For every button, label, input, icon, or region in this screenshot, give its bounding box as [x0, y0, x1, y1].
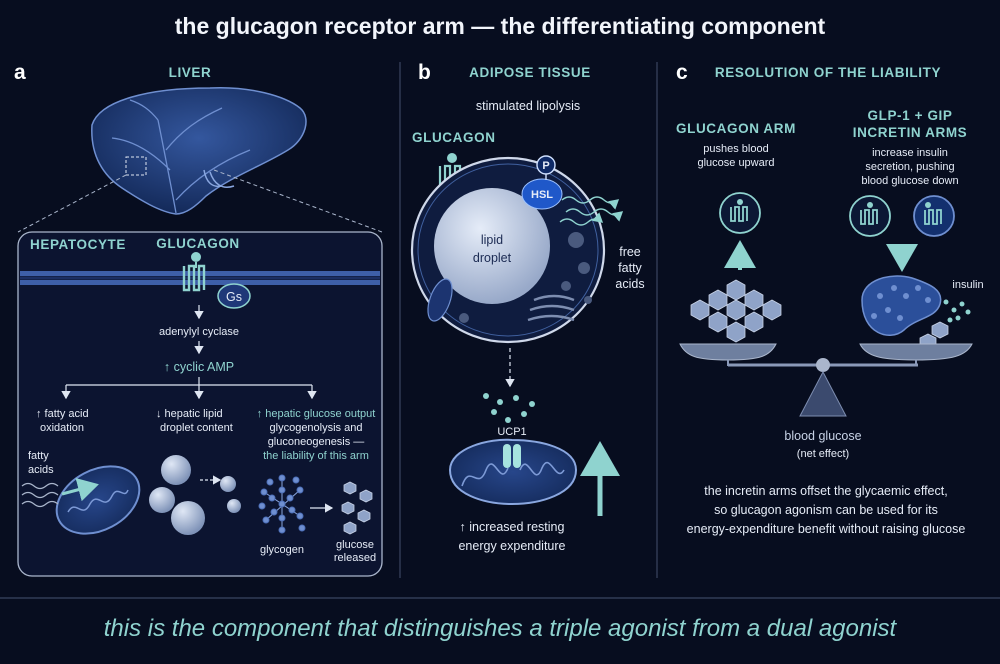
energy-line1: ↑ increased resting	[460, 520, 565, 534]
summary-line1: the incretin arms offset the glycaemic e…	[704, 484, 947, 498]
insulin-label: insulin	[952, 279, 983, 291]
energy-line2: energy expenditure	[458, 539, 565, 553]
gs-label: Gs	[226, 290, 242, 304]
glucagon-receptor-icon	[182, 252, 206, 292]
lipid-droplets-icon	[149, 455, 241, 535]
page-title: the glucagon receptor arm — the differen…	[175, 13, 826, 39]
lipolysis-label: stimulated lipolysis	[476, 99, 580, 113]
hsl-label: HSL	[531, 189, 553, 201]
panel-a-letter: a	[14, 61, 26, 84]
lipid-line1: ↓ hepatic lipid	[156, 408, 223, 420]
hsl-enzyme-icon	[521, 155, 563, 210]
hgo-line4: the liability of this arm	[263, 450, 369, 462]
fatty-acid-wave-icon	[21, 482, 59, 508]
panel-c-letter: c	[676, 61, 688, 84]
net-effect-label: (net effect)	[797, 448, 849, 460]
glucagon-label-b: GLUCAGON	[412, 130, 496, 145]
ffa-line2: fatty	[618, 261, 642, 275]
hgo-line3: gluconeogenesis —	[268, 436, 365, 448]
glucose-released-line2: released	[334, 552, 376, 564]
panel-a-heading: LIVER	[169, 65, 212, 80]
panel-c-heading: RESOLUTION OF THE LIABILITY	[715, 65, 941, 80]
panel-b: b ADIPOSE TISSUE stimulated lipolysis GL…	[410, 61, 645, 553]
fatty-acids-line1: fatty	[28, 450, 49, 462]
footer-caption: this is the component that distinguishes…	[104, 615, 898, 642]
lipid-line2: droplet content	[160, 422, 233, 434]
panel-b-letter: b	[418, 61, 431, 84]
ffa-waves-icon	[559, 196, 624, 226]
glp1-receptor-icon	[849, 195, 891, 237]
glucose-released-line1: glucose	[336, 539, 374, 551]
zoom-line-right	[213, 169, 383, 233]
pancreas-icon	[861, 275, 942, 336]
liver-icon	[91, 87, 307, 215]
blood-glucose-label: blood glucose	[784, 429, 861, 443]
fatty-ox-line1: ↑ fatty acid	[36, 408, 89, 420]
hepatocyte-label: HEPATOCYTE	[30, 237, 126, 252]
summary-line2: so glucagon agonism can be used for its	[714, 503, 938, 517]
incretin-label-2: INCRETIN ARMS	[853, 125, 968, 140]
fatty-acids-line2: acids	[28, 464, 54, 476]
adenylyl-cyclase-label: adenylyl cyclase	[159, 326, 239, 338]
gs-protein-icon: Gs	[217, 283, 251, 309]
zoom-line-left	[17, 174, 127, 233]
phosphate-label: P	[542, 160, 549, 172]
glycogen-label: glycogen	[260, 544, 304, 556]
glucose-pile-icon	[690, 279, 782, 343]
glucagon-desc-1: pushes blood	[703, 143, 768, 155]
glycogen-icon	[258, 474, 306, 534]
balance-scale-icon	[679, 343, 973, 417]
hgo-line1: ↑ hepatic glucose output	[257, 408, 376, 420]
incretin-desc-2: secretion, pushing	[865, 161, 954, 173]
ffa-line1: free	[619, 245, 641, 259]
zoom-box	[125, 156, 147, 176]
arrow-fatty-acids-in	[61, 478, 99, 502]
glucagon-receptor-circle-icon	[719, 192, 761, 234]
mitochondrion-icon-b	[448, 438, 578, 506]
panel-a: a LIVER HEPATOCYTE GLUCAGON Gs	[14, 61, 383, 577]
panel-c: c RESOLUTION OF THE LIABILITY GLUCAGON A…	[676, 61, 984, 536]
panel-b-heading: ADIPOSE TISSUE	[469, 65, 591, 80]
lipid-droplet-line1: lipid	[481, 233, 503, 247]
incretin-desc-1: increase insulin	[872, 147, 948, 159]
proton-dots-icon	[483, 393, 535, 423]
glucagon-arm-label: GLUCAGON ARM	[676, 121, 796, 136]
branch-arrows	[61, 377, 317, 400]
glucagon-desc-2: glucose upward	[697, 157, 774, 169]
ucp1-label: UCP1	[497, 426, 526, 438]
lipid-droplet-line2: droplet	[473, 251, 512, 265]
incretin-desc-3: blood glucose down	[861, 175, 958, 187]
camp-label: ↑ cyclic AMP	[164, 360, 234, 374]
lipid-droplet-icon	[434, 188, 550, 304]
summary-line3: energy-expenditure benefit without raisi…	[687, 522, 966, 536]
gip-receptor-icon	[913, 195, 955, 237]
organelles-icon	[427, 232, 592, 323]
glucose-hexagons-icon	[341, 481, 373, 535]
ffa-line3: acids	[615, 277, 644, 291]
glucagon-label-a: GLUCAGON	[156, 236, 240, 251]
incretin-label-1: GLP-1 + GIP	[868, 108, 953, 123]
fatty-ox-line2: oxidation	[40, 422, 84, 434]
hgo-line2: glycogenolysis and	[270, 422, 363, 434]
insulin-dots-icon	[943, 299, 971, 323]
